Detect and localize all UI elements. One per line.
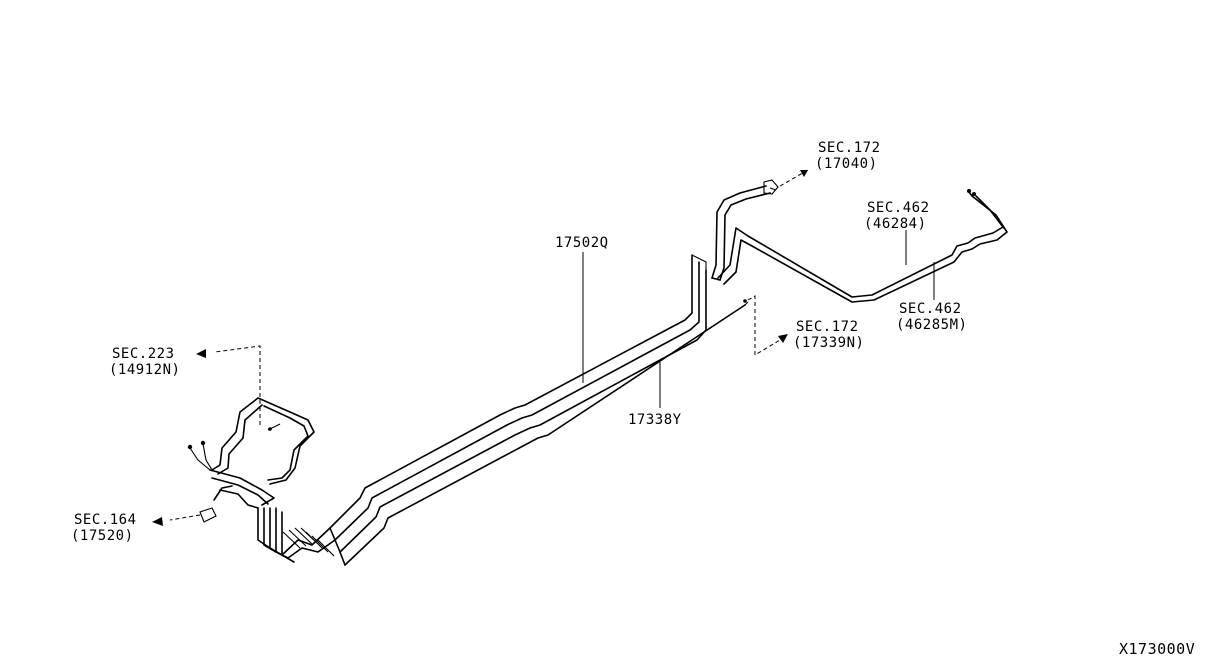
reference-leaders [152, 169, 809, 526]
sec223-part: (14912N) [109, 362, 180, 378]
sec462-b-part: (46285M) [896, 317, 967, 333]
part-leaders [582, 230, 935, 408]
sec462-b-label: SEC.462 [899, 301, 962, 317]
sec172-mid-label: SEC.172 [796, 319, 859, 335]
diagram-code: X173000V [1119, 640, 1195, 658]
left-end-assembly [187, 397, 346, 566]
sec172-top-label: SEC.172 [818, 140, 881, 156]
part-17502q-label: 17502Q [555, 235, 609, 251]
arrow-icon [800, 170, 808, 177]
part-17338y-label: 17338Y [628, 412, 682, 428]
arrow-icon [152, 517, 163, 526]
arrow-icon [778, 334, 788, 343]
main-tube-bundle [329, 254, 749, 566]
right-branch-tube [717, 189, 1008, 303]
arrow-icon [196, 349, 206, 358]
sec462-a-part: (46284) [864, 216, 927, 232]
sec172-mid-part: (17339N) [793, 335, 864, 351]
sec172-top-part: (17040) [815, 156, 878, 172]
sec223-label: SEC.223 [112, 346, 175, 362]
upper-branch-tube [711, 179, 779, 281]
sec164-label: SEC.164 [74, 512, 137, 528]
sec462-a-label: SEC.462 [867, 200, 930, 216]
sec164-part: (17520) [71, 528, 134, 544]
